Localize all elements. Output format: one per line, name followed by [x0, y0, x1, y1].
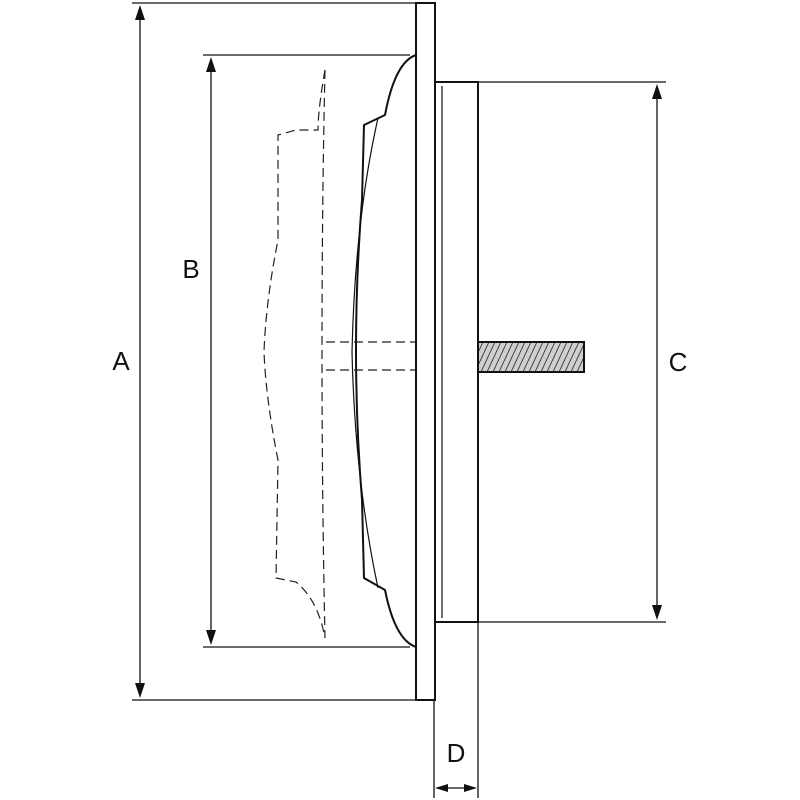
valve-disc-inner-contour — [351, 117, 379, 589]
valve-open-dashed-outline — [263, 69, 326, 639]
dimension-b-bottom-arrow — [206, 630, 216, 645]
dimension-a-label: A — [112, 346, 130, 376]
valve-open-position-hidden-lines — [263, 69, 415, 639]
valve-open-dashed-axis — [321, 69, 326, 639]
dimension-d: D — [433, 622, 479, 798]
dimension-a: A — [108, 2, 415, 701]
dimension-c: C — [478, 81, 688, 623]
valve-disc — [351, 54, 417, 648]
dimension-c-bottom-arrow — [652, 605, 662, 620]
flange-plate — [415, 2, 436, 701]
dimension-a-top-arrow — [135, 5, 145, 20]
dimension-d-left-arrow — [435, 784, 448, 792]
threaded-stud — [477, 341, 585, 373]
dimension-b: B — [178, 54, 410, 648]
threaded-stud-body — [477, 341, 585, 373]
valve-disc-outer-contour — [355, 54, 417, 648]
dimension-b-top-arrow — [206, 57, 216, 72]
dimension-d-right-arrow — [464, 784, 477, 792]
dimension-c-label: C — [669, 347, 688, 377]
dimension-c-top-arrow — [652, 84, 662, 99]
dimension-a-bottom-arrow — [135, 683, 145, 698]
dimension-b-label: B — [182, 254, 199, 284]
dimension-d-label: D — [447, 738, 466, 768]
